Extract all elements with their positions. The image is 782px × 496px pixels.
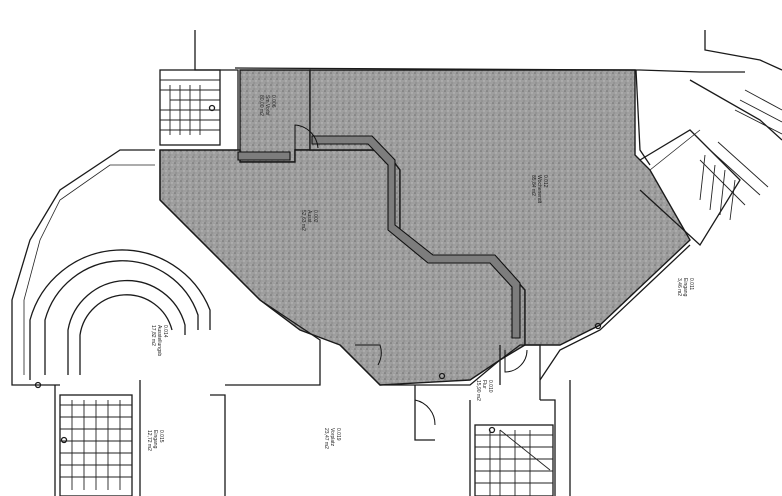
svg-text:85,84 m2: 85,84 m2 [530,175,536,196]
room-0-006-area [239,69,311,163]
door-swings [294,124,528,426]
svg-text:0.011: 0.011 [688,278,694,290]
stairs-upper-right [699,89,782,221]
room-label-0-010: 0.010 Flur 15,90 m2 [475,380,493,401]
room-label-0-019: 0.019 Vorplatz 23,47 m2 [323,428,341,449]
stairs-lower-right [474,424,554,496]
divider-wall-left [237,151,291,161]
svg-text:Ausst.: Ausst. [306,210,312,224]
svg-text:3,46 m2: 3,46 m2 [676,278,682,296]
svg-text:23,47 m2: 23,47 m2 [323,428,329,449]
stairs-lower-left [59,394,133,496]
svg-text:17,82 m2: 17,82 m2 [150,325,156,346]
outer-walls [11,30,782,496]
svg-text:Sm.Vorbf: Sm.Vorbf [264,95,270,116]
svg-text:Eingang: Eingang [682,278,688,297]
svg-text:0.019: 0.019 [335,428,341,441]
svg-text:0.006: 0.006 [270,95,276,108]
svg-text:0.012: 0.012 [542,175,548,188]
svg-text:0.010: 0.010 [487,380,493,393]
svg-text:0.002: 0.002 [312,210,318,223]
svg-text:Flur: Flur [481,380,487,389]
column-markers [34,104,602,444]
stairs-upper-left [159,69,221,146]
auditorium-arcs [29,249,211,380]
room-label-0-002: 0.002 Ausst. 52,63 m2 [300,210,318,231]
svg-text:80,00 m2: 80,00 m2 [258,95,264,116]
svg-text:0.015: 0.015 [158,430,164,443]
svg-text:Eingang: Eingang [152,430,158,449]
svg-text:15,90 m2: 15,90 m2 [475,380,481,401]
divider-wall [311,135,521,339]
svg-text:12,72 m2: 12,72 m2 [146,430,152,451]
svg-text:Ausstellungsb: Ausstellungsb [156,325,162,356]
svg-text:Wochenendt: Wochenendt [536,175,542,204]
room-label-0-011: 0.011 Eingang 3,46 m2 [676,278,694,297]
svg-text:Vorplatz: Vorplatz [329,428,335,447]
svg-text:0.014: 0.014 [162,325,168,338]
svg-text:52,63 m2: 52,63 m2 [300,210,306,231]
room-label-0-012: 0.012 Wochenendt 85,84 m2 [530,175,548,204]
room-label-0-015: 0.015 Eingang 12,72 m2 [146,430,164,451]
room-label-0-014: 0.014 Ausstellungsb 17,82 m2 [150,325,168,356]
room-label-0-006: 0.006 Sm.Vorbf 80,00 m2 [258,95,276,116]
